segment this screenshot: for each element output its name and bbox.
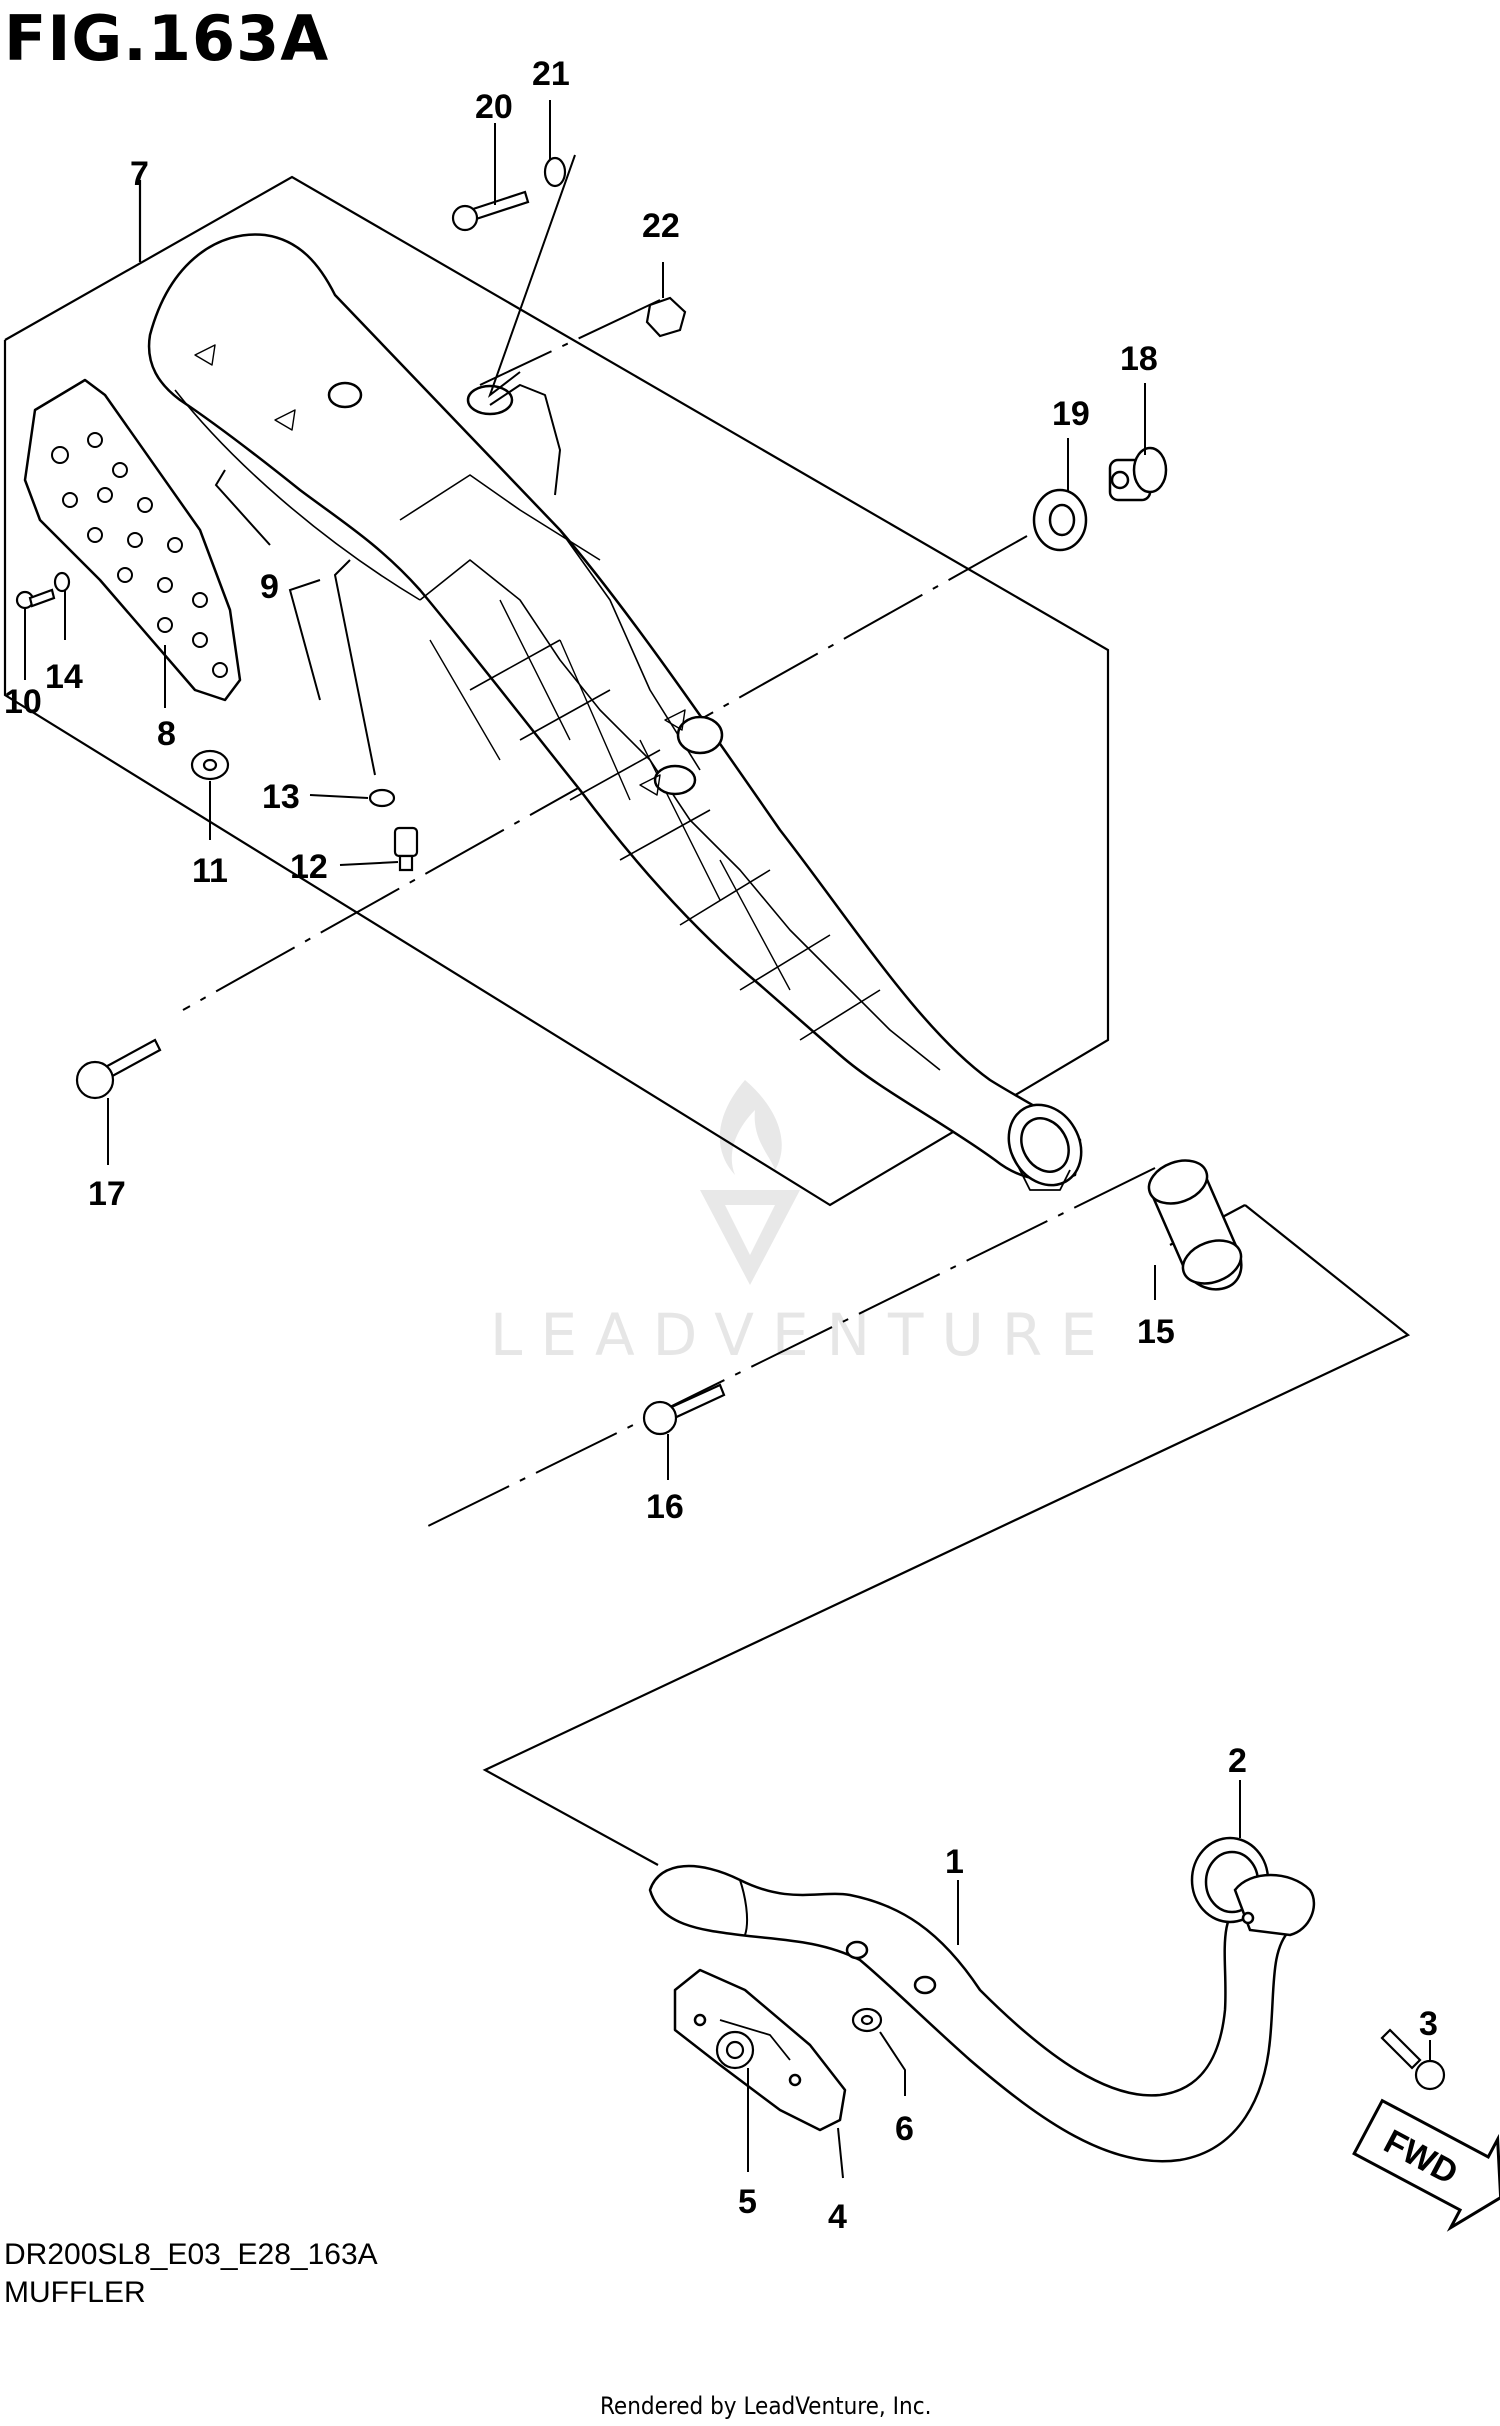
grommet-spacer-drawing	[1032, 446, 1168, 552]
callout-11[interactable]: 11	[192, 852, 228, 890]
figure-code: DR200SL8_E03_E28_163A	[4, 2238, 378, 2271]
leader-lines	[24, 100, 1431, 2179]
watermark-text: LEADVENTURE	[490, 1301, 1115, 1369]
figure-title: FIG.163A	[4, 2, 330, 75]
heat-shield-drawing	[673, 1968, 847, 2132]
callout-22[interactable]: 22	[642, 207, 680, 245]
callout-2[interactable]: 2	[1228, 1742, 1247, 1780]
leadventure-flame-logo	[700, 1080, 800, 1285]
callout-9[interactable]: 9	[260, 568, 279, 606]
callout-8[interactable]: 8	[157, 715, 176, 753]
connector-sleeve-drawing	[1147, 1159, 1243, 1291]
forward-arrow-icon	[1352, 2098, 1500, 2232]
watermark: LEADVENTURE	[490, 1080, 1115, 1369]
callout-3[interactable]: 3	[1419, 2005, 1438, 2043]
callout-1[interactable]: 1	[945, 1843, 964, 1881]
fwd-direction-badge: FWD	[1352, 2098, 1500, 2232]
callout-10[interactable]: 10	[4, 683, 42, 721]
fastener-drawings	[15, 156, 1446, 2091]
callout-labels: 1 2 3 4 5 6 7 8 9 10 11 12 13 14 15 16 1…	[4, 55, 1438, 2236]
callout-4[interactable]: 4	[828, 2198, 847, 2236]
callout-18[interactable]: 18	[1120, 340, 1158, 378]
callout-14[interactable]: 14	[45, 658, 83, 696]
callout-19[interactable]: 19	[1052, 395, 1090, 433]
callout-7[interactable]: 7	[130, 155, 149, 193]
callout-21[interactable]: 21	[532, 55, 570, 93]
callout-17[interactable]: 17	[88, 1175, 126, 1213]
muffler-body	[147, 233, 1083, 1191]
render-credit: Rendered by LeadVenture, Inc.	[600, 2392, 932, 2420]
figure-name: MUFFLER	[4, 2276, 146, 2309]
callout-20[interactable]: 20	[475, 88, 513, 126]
heat-protector-drawing	[23, 378, 242, 702]
callout-15[interactable]: 15	[1137, 1313, 1175, 1351]
callout-6[interactable]: 6	[895, 2110, 914, 2148]
callout-12[interactable]: 12	[290, 848, 328, 886]
gasket-drawing	[1190, 1836, 1316, 1937]
callout-16[interactable]: 16	[646, 1488, 684, 1526]
callout-13[interactable]: 13	[262, 778, 300, 816]
callout-5[interactable]: 5	[738, 2183, 757, 2221]
